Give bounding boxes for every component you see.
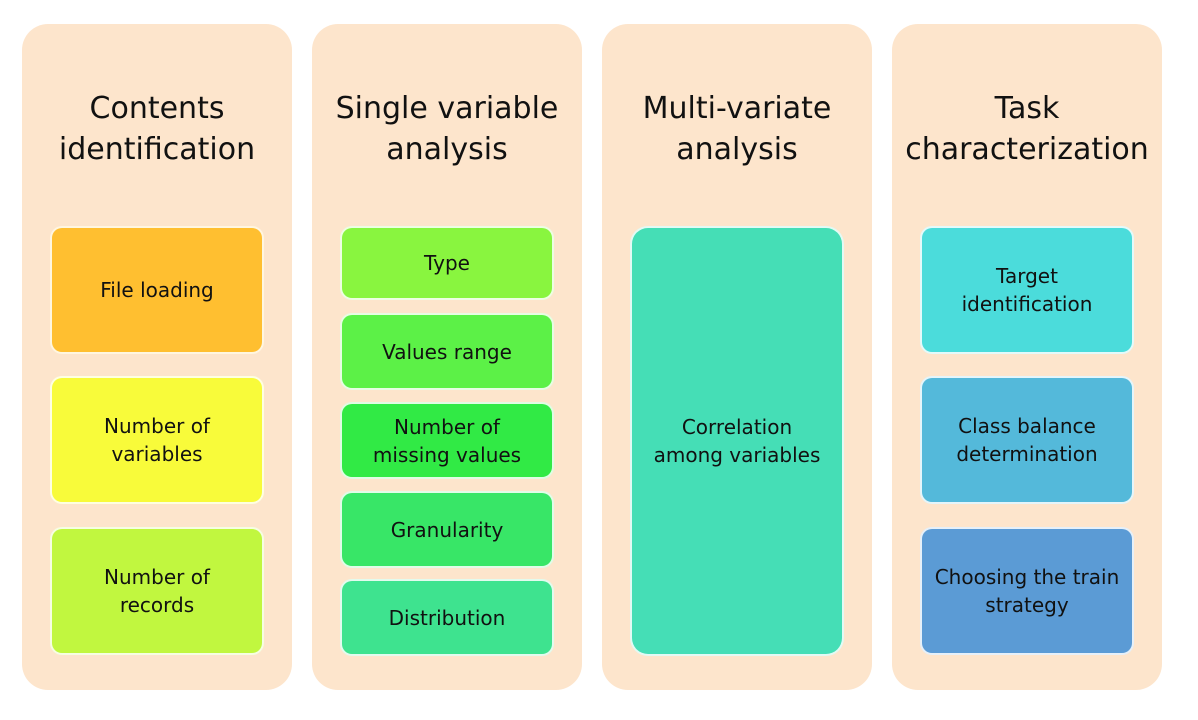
box-choosing-the-train-strategy: Choosing the train strategy <box>920 527 1134 655</box>
box-file-loading: File loading <box>50 226 264 354</box>
column-title: Single variable analysis <box>335 91 559 167</box>
box-number-of-variables: Number of variables <box>50 376 264 504</box>
column-title: Multi-variate analysis <box>642 91 832 167</box>
box-class-balance-determination: Class balance determination <box>920 376 1134 504</box>
column-multi-variate-analysis: Multi-variate analysis Correlation among… <box>602 24 872 690</box>
column-title: Task characterization <box>905 91 1149 167</box>
box-distribution: Distribution <box>340 579 554 656</box>
box-values-range: Values range <box>340 313 554 390</box>
column-title: Contents identification <box>58 91 256 167</box>
box-correlation-among-variables: Correlation among variables <box>630 226 844 656</box>
box-number-of-records: Number of records <box>50 527 264 655</box>
column-contents-identification: Contents identification File loading Num… <box>22 24 292 690</box>
box-number-of-missing-values: Number of missing values <box>340 402 554 479</box>
column-task-characterization: Task characterization Target identificat… <box>892 24 1162 690</box>
box-granularity: Granularity <box>340 491 554 568</box>
column-single-variable-analysis: Single variable analysis Type Values ran… <box>312 24 582 690</box>
box-target-identification: Target identification <box>920 226 1134 354</box>
box-type: Type <box>340 226 554 300</box>
